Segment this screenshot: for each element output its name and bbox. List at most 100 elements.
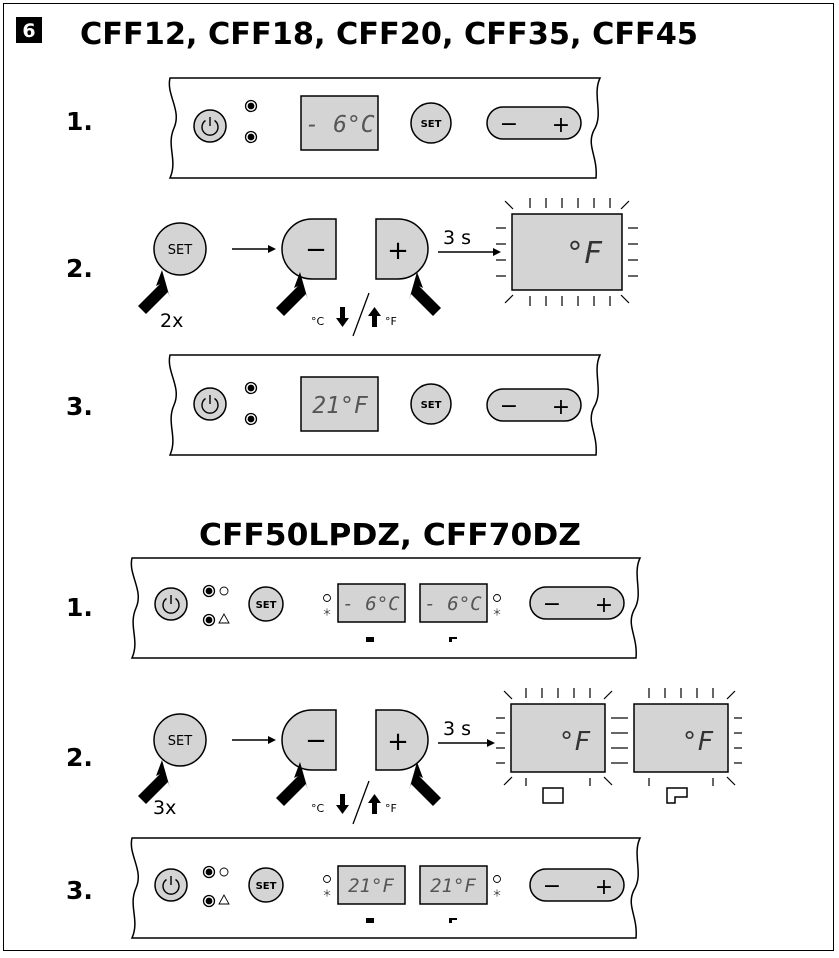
svg-text:SET: SET (421, 400, 442, 411)
svg-text:−: − (305, 726, 327, 756)
lcd-text: - 6°C (342, 593, 400, 615)
set-button[interactable]: SET (248, 586, 284, 622)
minus-icon: − (500, 112, 518, 137)
blinking-display-left: °F (496, 688, 620, 804)
svg-text:−: − (305, 235, 327, 265)
lcd-display-left (337, 583, 406, 623)
warning-icon (218, 613, 230, 624)
minus-button[interactable]: − (281, 218, 337, 280)
blinking-display-right: °F (620, 688, 742, 804)
lcd-text: 21°F (348, 875, 394, 897)
minus-plus-rocker[interactable]: − + (529, 868, 625, 902)
compartment-icon (366, 918, 374, 923)
plus-icon: + (552, 113, 570, 138)
minus-plus-rocker[interactable]: − + (529, 586, 625, 620)
indicator-led (202, 584, 216, 598)
set-button[interactable]: SET (410, 102, 452, 144)
lcd-display (300, 95, 379, 151)
arrow-down-icon (336, 794, 349, 814)
s2-step1-panel: SET - 6°C - 6°C − + (130, 557, 642, 659)
s2-step1-label: 1. (66, 593, 93, 622)
lcd-text: °F (559, 727, 592, 757)
s1-step1-label: 1. (66, 107, 93, 136)
svg-text:°F: °F (385, 802, 397, 815)
press-arrow-icon (409, 272, 441, 316)
indicator-led (244, 381, 258, 395)
arrow-right-icon (268, 736, 276, 744)
s1-step3-panel: 21°F SET − + (168, 354, 602, 456)
set-button[interactable]: SET (153, 222, 207, 276)
minus-button[interactable]: − (281, 709, 337, 771)
indicator-icon (323, 594, 331, 602)
press-count: 3x (153, 797, 176, 819)
svg-text:°F: °F (385, 315, 397, 328)
figure-number-box (16, 17, 42, 43)
compartment-icon (366, 637, 374, 642)
lcd-display-right (419, 865, 488, 905)
s1-step2-label: 2. (66, 254, 93, 283)
arrow-up-icon (368, 307, 381, 327)
power-button[interactable] (193, 109, 227, 143)
press-count: 2x (160, 310, 183, 332)
svg-text:SET: SET (421, 119, 442, 130)
set-button[interactable]: SET (153, 713, 207, 767)
press-arrow-icon (409, 762, 441, 806)
bulb-icon (219, 867, 229, 877)
indicator-led (202, 894, 216, 908)
s2-step2-label: 2. (66, 743, 93, 772)
compartment-icon (542, 787, 564, 804)
power-button[interactable] (154, 587, 188, 621)
lcd-text: °F (682, 727, 715, 757)
svg-text:+: + (387, 727, 409, 757)
s2-step3-label: 3. (66, 876, 93, 905)
svg-text:+: + (387, 236, 409, 266)
set-button[interactable]: SET (410, 383, 452, 425)
unit-toggle: °C °F (311, 780, 397, 825)
minus-plus-rocker[interactable]: − + (486, 388, 582, 422)
plus-button[interactable]: + (375, 709, 429, 771)
indicator-icon (493, 594, 501, 602)
minus-icon: − (543, 592, 561, 617)
arrow-right-icon (487, 739, 495, 747)
lcd-text: 21°F (430, 875, 476, 897)
lcd-text: °F (566, 236, 603, 271)
lcd-text: - 6°C (424, 593, 482, 615)
compartment-icon (449, 918, 457, 923)
arrow-right-icon (493, 248, 501, 256)
s1-step3-label: 3. (66, 392, 93, 421)
s2-step3-panel: SET 21°F 21°F − + (130, 837, 642, 939)
hold-time: 3 s (443, 227, 471, 249)
svg-text:°C: °C (311, 315, 325, 328)
plus-icon: + (595, 593, 613, 618)
minus-icon: − (543, 874, 561, 899)
indicator-led (244, 99, 258, 113)
indicator-led (202, 613, 216, 627)
power-button[interactable] (154, 868, 188, 902)
hold-time: 3 s (443, 718, 471, 740)
blinking-display: °F (496, 198, 638, 306)
compartment-icon (449, 637, 457, 642)
press-arrow-icon (138, 270, 170, 314)
indicator-led (244, 130, 258, 144)
figure-number: 6 (22, 20, 35, 42)
arrow-up-icon (368, 794, 381, 814)
set-button[interactable]: SET (248, 867, 284, 903)
plus-icon: + (552, 395, 570, 420)
lcd-display (300, 376, 379, 432)
minus-plus-rocker[interactable]: − + (486, 106, 582, 140)
compartment-icon (666, 787, 688, 804)
bulb-icon (219, 586, 229, 596)
lcd-text: - 6°C (305, 112, 374, 138)
indicator-led (202, 865, 216, 879)
arrow-right-icon (268, 245, 276, 253)
figure-frame (3, 3, 834, 951)
power-button[interactable] (193, 387, 227, 421)
plus-button[interactable]: + (375, 218, 429, 280)
arrow-down-icon (336, 307, 349, 327)
lcd-text: 21°F (312, 393, 369, 419)
indicator-icon (323, 875, 331, 883)
indicator-led (244, 412, 258, 426)
lcd-display-right (419, 583, 488, 623)
indicator-icon (493, 875, 501, 883)
